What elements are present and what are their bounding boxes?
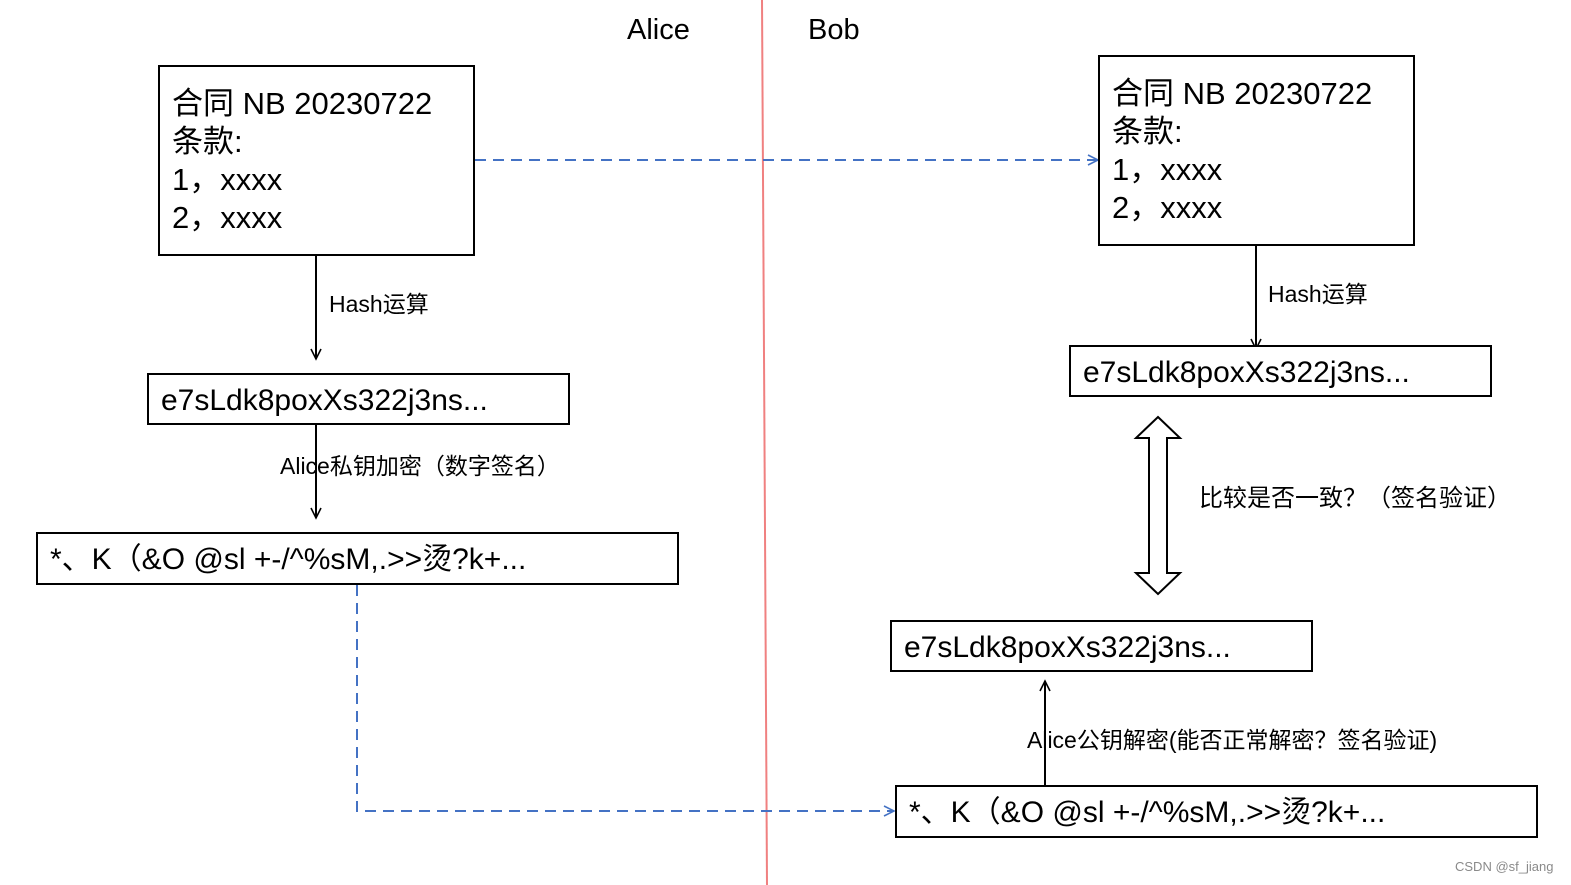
hash-value: e7sLdk8poxXs322j3ns...: [904, 631, 1231, 664]
compare-double-arrow: [1133, 415, 1183, 596]
contract-clauses-label: 条款:: [1112, 114, 1183, 149]
lane-divider: [761, 0, 768, 885]
bob-decrypted-hash-box: e7sLdk8poxXs322j3ns...: [890, 620, 1313, 672]
bob-lane-title: Bob: [808, 14, 860, 46]
compare-label: 比较是否一致？（签名验证）: [1199, 485, 1511, 512]
contract-item: 2，xxxx: [172, 200, 283, 235]
alice-contract-box: 合同 NB 20230722 条款: 1，xxxx 2，xxxx: [158, 65, 475, 256]
alice-lane-title: Alice: [627, 14, 690, 46]
alice-hash-label: Hash运算: [329, 291, 429, 317]
bob-contract-box: 合同 NB 20230722 条款: 1，xxxx 2，xxxx: [1098, 55, 1415, 246]
bob-hash-box: e7sLdk8poxXs322j3ns...: [1069, 345, 1492, 397]
bob-hash-label: Hash运算: [1268, 281, 1368, 307]
hash-value: e7sLdk8poxXs322j3ns...: [161, 384, 488, 417]
alice-sign-label: Alice私钥加密（数字签名）: [280, 453, 560, 479]
contract-item: 1，xxxx: [172, 162, 283, 197]
contract-item: 1，xxxx: [1112, 152, 1223, 187]
contract-title: 合同 NB 20230722: [1112, 76, 1373, 111]
contract-clauses-label: 条款:: [172, 124, 243, 159]
decrypt-label: Alice公钥解密(能否正常解密？签名验证): [1027, 727, 1438, 753]
contract-item: 2，xxxx: [1112, 190, 1223, 225]
bob-signature-box: *、K（&O @sl +-/^%sM,.>>烫?k+...: [895, 785, 1538, 838]
signature-value: *、K（&O @sl +-/^%sM,.>>烫?k+...: [909, 796, 1386, 829]
hash-value: e7sLdk8poxXs322j3ns...: [1083, 356, 1410, 389]
alice-signature-box: *、K（&O @sl +-/^%sM,.>>烫?k+...: [36, 532, 679, 585]
watermark-text: CSDN @sf_jiang: [1455, 859, 1554, 874]
alice-hash-box: e7sLdk8poxXs322j3ns...: [147, 373, 570, 425]
contract-title: 合同 NB 20230722: [172, 86, 433, 121]
signature-value: *、K（&O @sl +-/^%sM,.>>烫?k+...: [50, 543, 527, 576]
signature-transfer-arrow: [356, 585, 896, 817]
